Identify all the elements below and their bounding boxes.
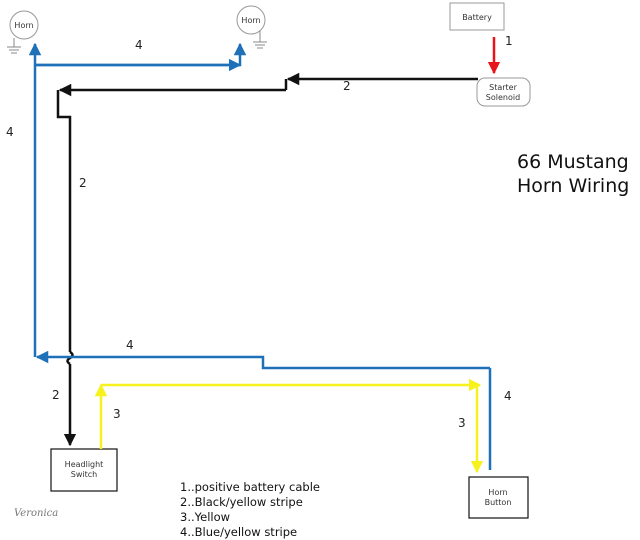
- battery-label: Battery: [462, 13, 492, 22]
- horn-right-label: Horn: [241, 16, 260, 25]
- wire-label-4-left: 4: [6, 125, 14, 139]
- horn-button-label-1: Horn: [488, 488, 507, 497]
- wire-label-3-left: 3: [113, 407, 121, 421]
- title-line-2: Horn Wiring: [517, 175, 630, 197]
- wire-label-3-right: 3: [458, 416, 466, 430]
- starter-solenoid-label-2: Solenoid: [486, 93, 520, 102]
- wire-label-2-vertical: 2: [79, 176, 87, 190]
- legend-item: 1..positive battery cable: [180, 480, 320, 494]
- legend-item: 2..Black/yellow stripe: [180, 495, 303, 509]
- headlight-switch: Headlight Switch: [50, 448, 118, 492]
- wire-blue-yellow-stripe: [28, 42, 492, 470]
- legend-item: 3..Yellow: [180, 510, 231, 524]
- legend-item: 4..Blue/yellow stripe: [180, 525, 298, 539]
- battery-box: Battery: [449, 2, 505, 31]
- wire-black-yellow-stripe: [56, 72, 478, 447]
- horn-right: Horn: [236, 5, 267, 49]
- headlight-switch-label-2: Switch: [71, 470, 97, 479]
- horn-left: Horn: [7, 10, 39, 54]
- wire-yellow: [94, 378, 484, 474]
- wire-label-2-top: 2: [343, 79, 351, 93]
- starter-solenoid: Starter Solenoid: [476, 77, 531, 107]
- diagram-title: 66 Mustang Horn Wiring: [517, 150, 629, 198]
- legend: 1..positive battery cable 2..Black/yello…: [180, 480, 320, 540]
- wire-label-4-right: 4: [504, 389, 512, 403]
- wire-label-4-middle: 4: [126, 338, 134, 352]
- ground-right-icon: [253, 31, 267, 49]
- horn-button: Horn Button: [468, 476, 529, 519]
- horn-left-label: Horn: [14, 21, 33, 30]
- headlight-switch-label-1: Headlight: [65, 460, 104, 469]
- horn-button-label-2: Button: [485, 498, 512, 507]
- wire-label-2-lower: 2: [52, 388, 60, 402]
- signature: Veronica: [14, 508, 59, 519]
- wire-label-1: 1: [505, 34, 513, 48]
- ground-left-icon: [7, 38, 21, 54]
- wire-label-4-top: 4: [135, 38, 143, 52]
- title-line-1: 66 Mustang: [517, 151, 629, 173]
- starter-solenoid-label-1: Starter: [489, 83, 517, 92]
